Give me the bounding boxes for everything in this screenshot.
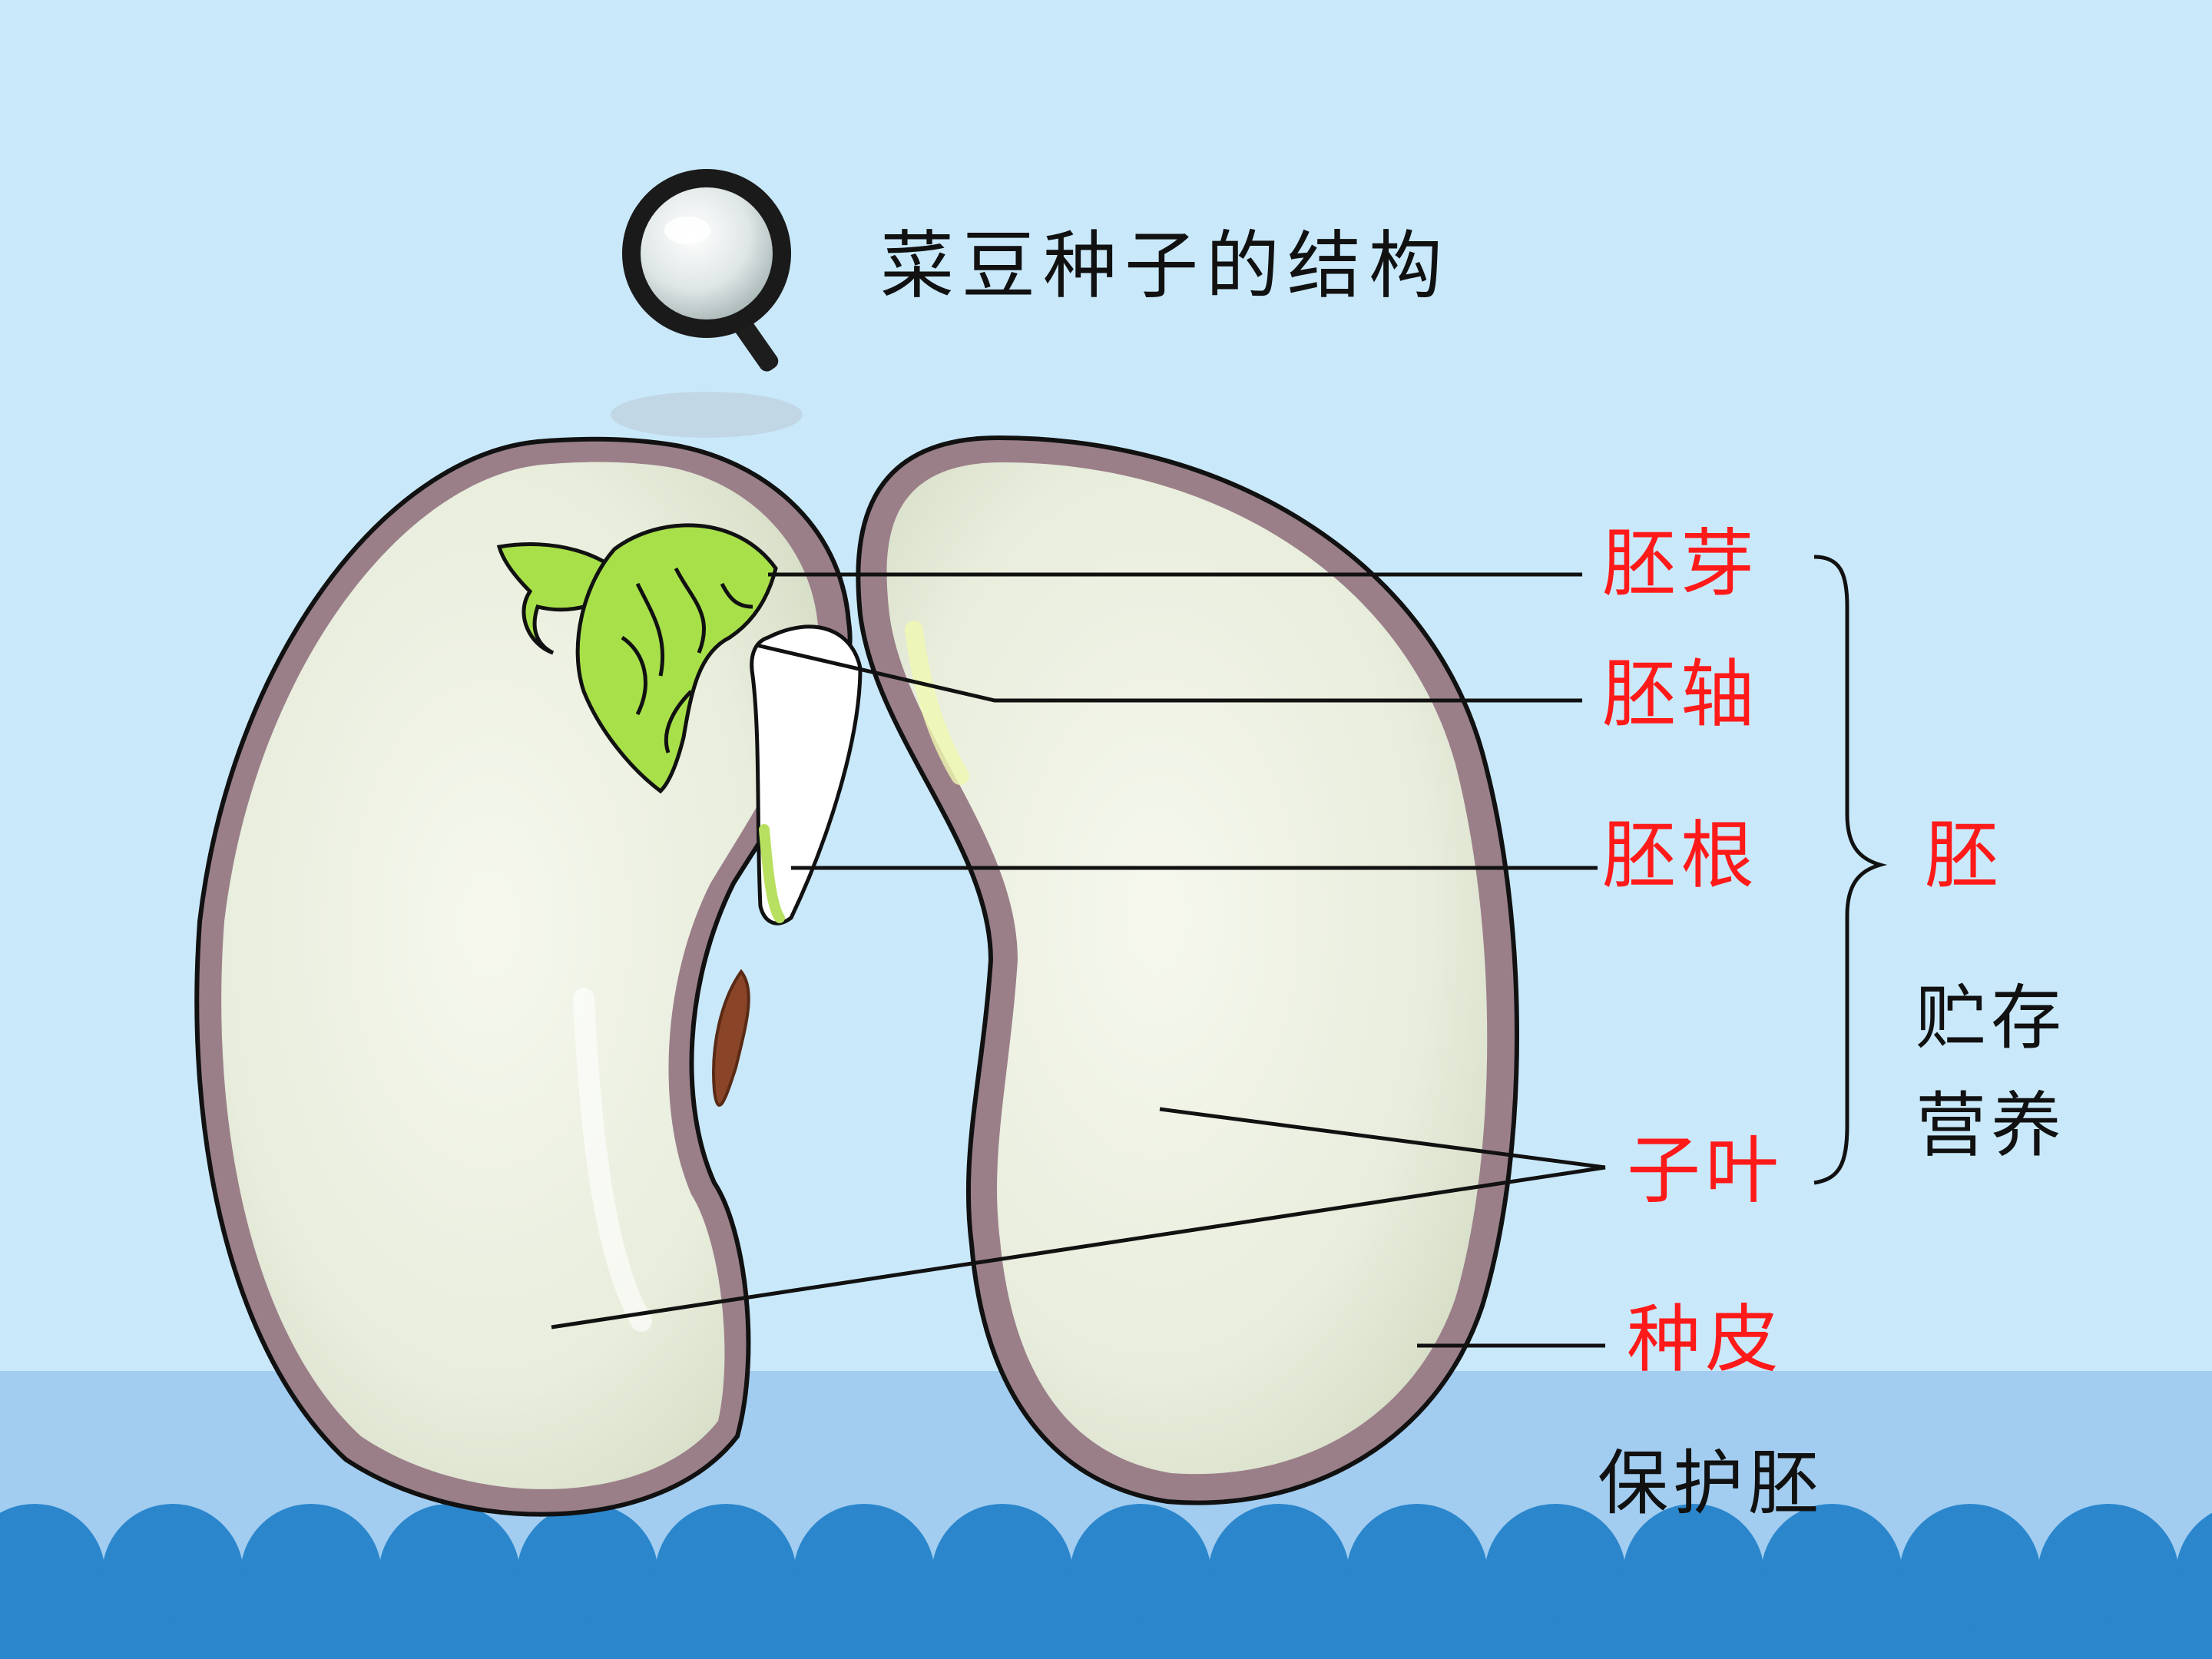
leader-cotyledon-left	[551, 1165, 1606, 1330]
wave-scallop	[310, 1573, 451, 1659]
wave-border	[0, 1504, 2212, 1659]
wave-scallop	[586, 1573, 727, 1659]
wave-scallop	[863, 1573, 1004, 1659]
label-hypocotyl: 胚轴	[1602, 651, 1759, 737]
right-cotyledon	[856, 435, 1519, 1505]
wave-scallop	[448, 1573, 589, 1659]
label-embryo: 胚	[1925, 813, 2003, 899]
leader-lines	[551, 572, 1606, 1348]
wave-base	[0, 1644, 2212, 1659]
label-plumule: 胚芽	[1602, 521, 1759, 607]
wave-scallop	[1554, 1573, 1695, 1659]
wave-scallop	[1277, 1573, 1419, 1659]
right-cotyledon-body	[886, 462, 1488, 1475]
wave-scallop	[1416, 1573, 1557, 1659]
magnifying-glass-icon	[611, 169, 803, 438]
leader-cotyledon-right	[1159, 1107, 1606, 1170]
wave-scallop	[1830, 1573, 1972, 1659]
wave-scallop	[1969, 1573, 2110, 1659]
wave-scallop	[33, 1573, 174, 1659]
wave-scallop	[724, 1573, 866, 1659]
wave-scallop	[2107, 1573, 2212, 1659]
label-cotyledon: 子叶	[1627, 1128, 1783, 1214]
wave-scallop	[1001, 1573, 1142, 1659]
radicle	[750, 624, 863, 926]
wave-scallop	[1692, 1573, 1833, 1659]
hilum-ridge	[712, 969, 750, 1107]
label-radicle: 胚根	[1602, 813, 1759, 899]
leader-hypocotyl	[756, 643, 1582, 703]
plumule	[496, 523, 778, 794]
wave-scallop	[0, 1581, 36, 1659]
page-title: 菜豆种子的结构	[880, 223, 1450, 309]
label-seed-coat: 种皮	[1627, 1296, 1783, 1382]
label-store-nutrients: 贮存营养	[1916, 977, 2067, 1167]
embryo-brace	[1813, 555, 1888, 1185]
wave-scallop	[1139, 1573, 1280, 1659]
label-protect-embryo: 保护胚	[1598, 1442, 1824, 1525]
wave-scallop	[171, 1573, 313, 1659]
